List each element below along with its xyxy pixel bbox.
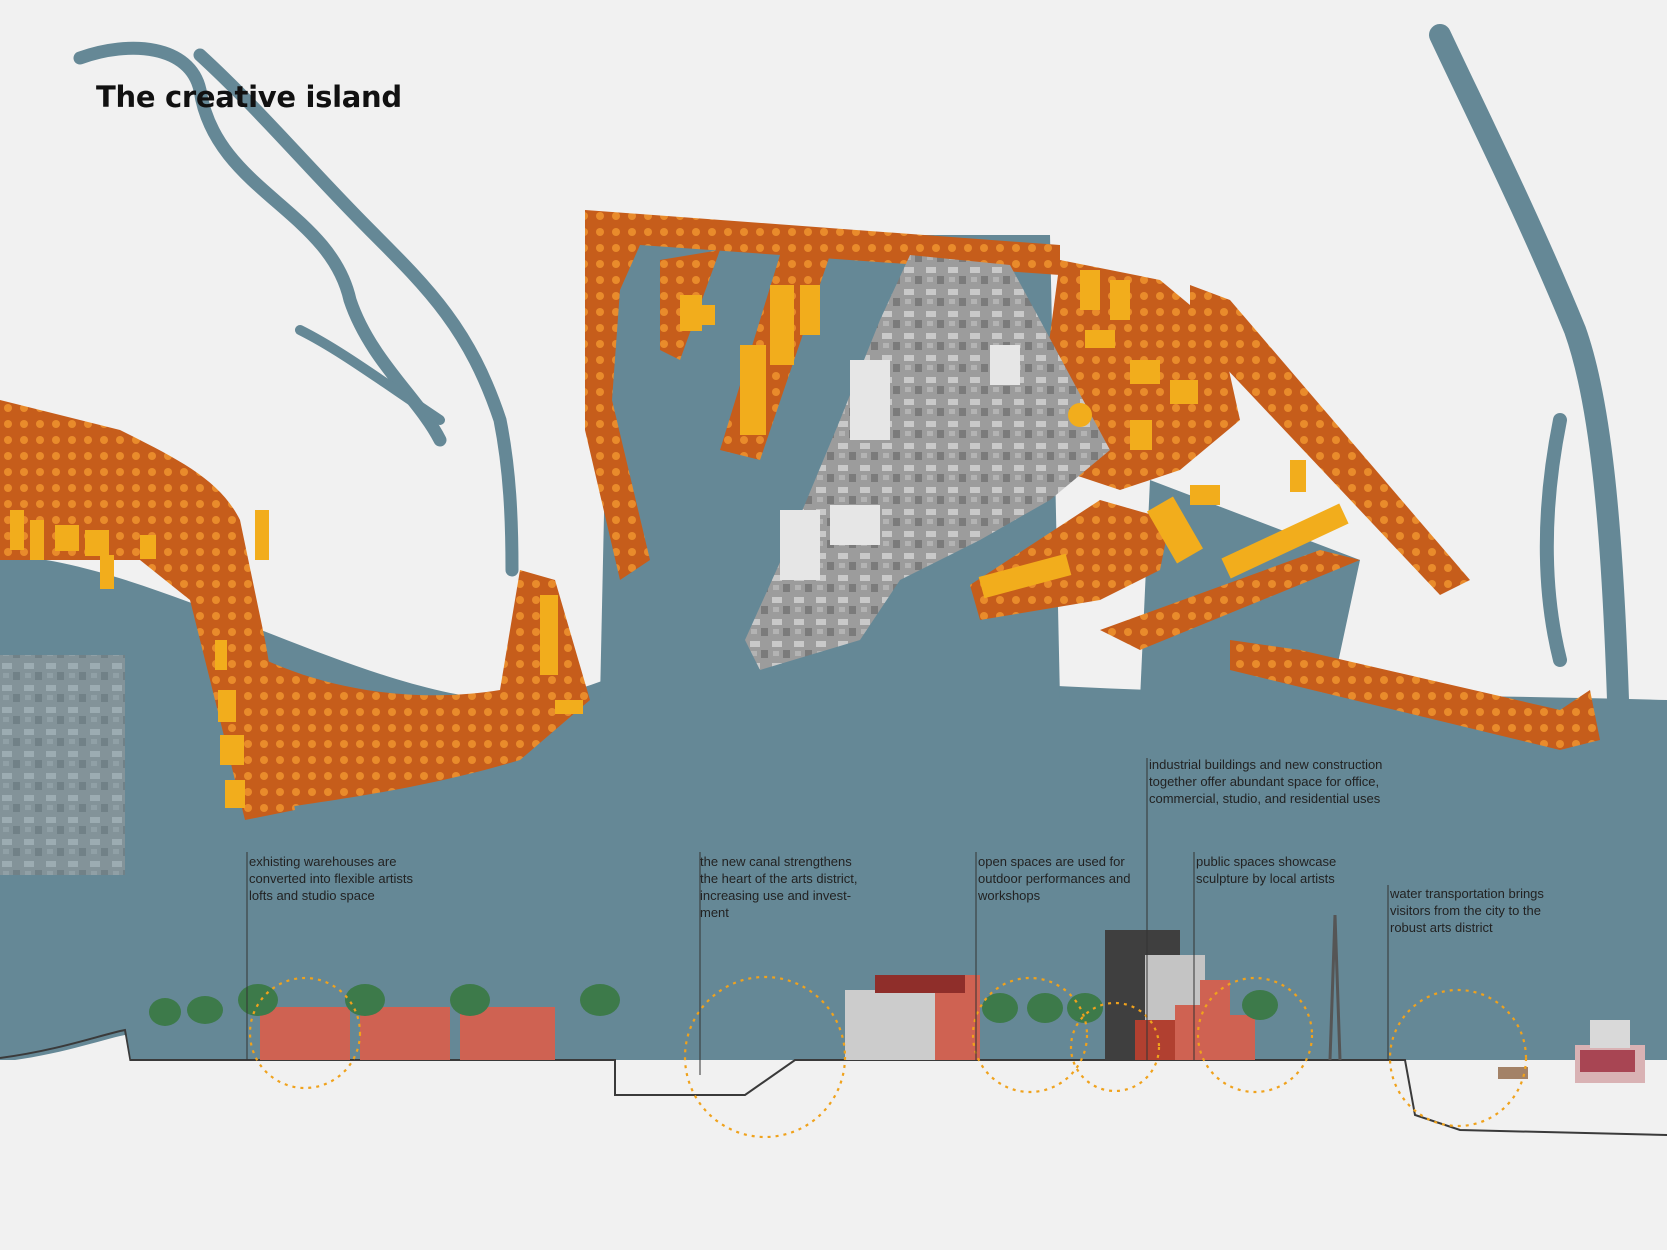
section-warehouses xyxy=(260,1007,555,1060)
section-ground-fill xyxy=(0,1035,1667,1250)
annotation-warehouses: exhisting warehouses are converted into … xyxy=(249,854,414,903)
water-taxi xyxy=(1498,1067,1528,1079)
annotation-open-spaces: open spaces are used for outdoor perform… xyxy=(978,854,1131,903)
gallery-building xyxy=(845,990,940,1060)
cargo-ship xyxy=(1575,1020,1645,1083)
leader-lines xyxy=(246,758,1389,1075)
harbor-water xyxy=(0,555,1667,1060)
quay-east-strip xyxy=(1190,285,1470,595)
annotation-public-spaces: public spaces showcase sculpture by loca… xyxy=(1196,854,1337,886)
canal-east xyxy=(1429,24,1629,711)
crane xyxy=(1328,914,1342,1061)
canal-north-west xyxy=(73,41,447,447)
quay-east-pier xyxy=(1100,550,1360,650)
quay-southeast xyxy=(970,500,1170,620)
warehouse-buildings xyxy=(10,270,1349,808)
annotation-water-transport: water transportation brings visitors fro… xyxy=(1390,886,1544,935)
annotation-industrial-buildings: industrial buildings and new constructio… xyxy=(1149,757,1383,806)
quay-north xyxy=(585,210,1060,580)
quay-south-arc xyxy=(245,570,590,810)
quay-southeast-strip xyxy=(1230,640,1600,750)
canal-north xyxy=(193,48,519,577)
canal-link xyxy=(295,325,445,425)
trees xyxy=(149,984,1278,1026)
map-title: The creative island xyxy=(96,80,402,114)
annotation-canal: the new canal strengthens the heart of t… xyxy=(700,854,858,920)
highlight-circles xyxy=(248,975,1528,1139)
west-aerial xyxy=(0,655,125,875)
canal-east-branch xyxy=(1539,413,1567,667)
